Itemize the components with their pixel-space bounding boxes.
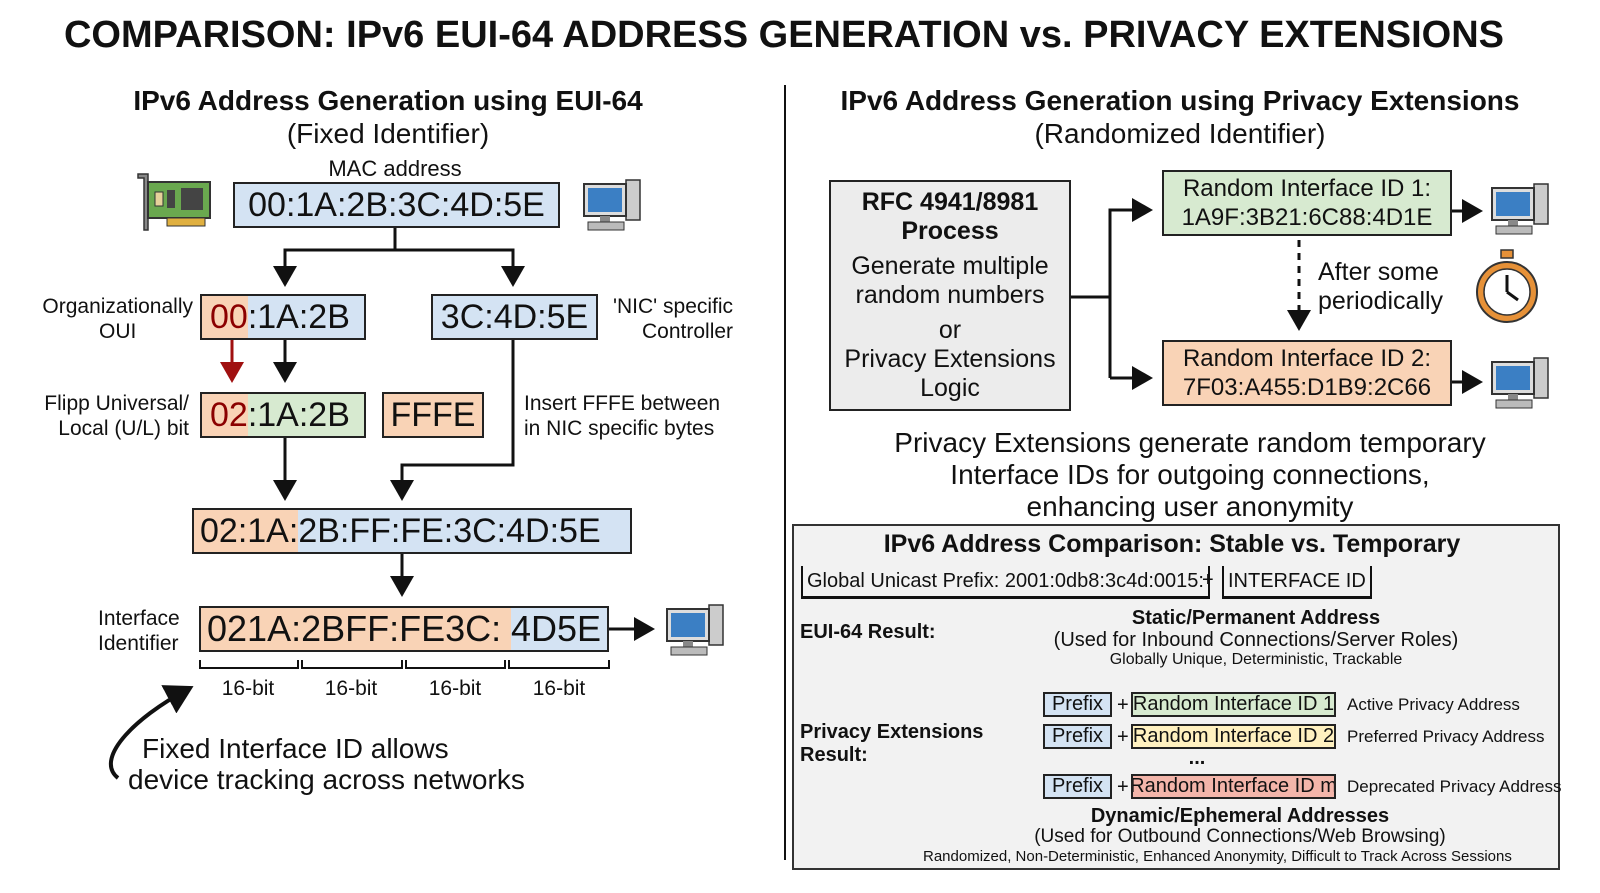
combined-eui64-box: 02:1A:2B:FF:FE:3C:4D:5E (192, 508, 632, 554)
right-heading: IPv6 Address Generation using Privacy Ex… (840, 85, 1520, 116)
prefix-box: Prefix (1043, 724, 1112, 749)
curved-arrow (108, 685, 194, 780)
left-heading: IPv6 Address Generation using EUI-64 (133, 85, 643, 116)
computer-icon (583, 179, 641, 231)
random-id-m-row: Random Interface ID m (1131, 774, 1336, 799)
random-id-1-row: Random Interface ID 1 (1131, 692, 1336, 717)
privacy-summary: Privacy Extensions generate random tempo… (894, 427, 1486, 522)
plus-sign: + (1117, 694, 1129, 716)
status-preferred: Preferred Privacy Address (1347, 727, 1545, 746)
rfc-process-box: RFC 4941/8981 Process Generate multiple … (829, 180, 1071, 411)
interface-identifier-box: 021A:2BFF:FE3C:4D5E (199, 606, 609, 652)
nic-box: 3C:4D:5E (431, 294, 598, 340)
process-line: Logic (920, 374, 980, 402)
eui64-result-label: EUI-64 Result: (800, 621, 936, 643)
bit-label: 16-bit (324, 677, 378, 700)
flip-label: Flipp Universal/Local (U/L) bit (44, 392, 189, 440)
tracking-note-line1: Fixed Interface ID allows (142, 733, 449, 764)
bit-braces (199, 660, 610, 669)
arrow-mac-to-oui (273, 228, 397, 287)
oui-rest: :1A:2B (247, 296, 364, 338)
dynamic-use: (Used for Outbound Connections/Web Brows… (1034, 826, 1446, 847)
page-title: COMPARISON: IPv6 EUI-64 ADDRESS GENERATI… (63, 14, 1505, 56)
interface-id-bracket: INTERFACE ID (1222, 566, 1372, 599)
process-title: RFC 4941/8981 (861, 188, 1039, 216)
flipped-oui-box: 02:1A:2B (200, 392, 366, 438)
bit-label: 16-bit (221, 677, 275, 700)
status-active: Active Privacy Address (1347, 695, 1520, 714)
left-subheading: (Fixed Identifier) (286, 118, 490, 149)
process-title: Process (901, 217, 999, 245)
right-subheading: (Randomized Identifier) (1034, 118, 1326, 149)
dynamic-props: Randomized, Non-Deterministic, Enhanced … (923, 848, 1512, 865)
static-props: Globally Unique, Deterministic, Trackabl… (1109, 651, 1403, 668)
static-use: (Used for Inbound Connections/Server Rol… (1053, 629, 1459, 651)
arrow-nic-to-combined (390, 340, 515, 501)
computer-icon (666, 604, 724, 656)
plus-sign: + (1117, 776, 1129, 798)
computer-icon (1491, 183, 1549, 235)
oui-box: 00:1A:2B (200, 294, 366, 340)
comparison-title: IPv6 Address Comparison: Stable vs. Temp… (883, 530, 1461, 558)
random-id-2-row: Random Interface ID 2 (1131, 724, 1336, 749)
fffe-box: FFFE (382, 392, 484, 438)
arrow-to-id1 (1108, 198, 1153, 378)
static-title: Static/Permanent Address (1131, 607, 1381, 629)
computer-icon (1491, 357, 1549, 409)
bit-label: 16-bit (428, 677, 482, 700)
process-line: Generate multiple (851, 252, 1049, 280)
prefix-box: Prefix (1043, 692, 1112, 717)
random-id-2-box: Random Interface ID 2:7F03:A455:D1B9:2C6… (1162, 340, 1452, 406)
status-deprecated: Deprecated Privacy Address (1347, 777, 1562, 796)
bit-label: 16-bit (532, 677, 586, 700)
ellipsis: ... (1188, 747, 1206, 769)
iid-rest: 4D5E (511, 608, 607, 650)
flipped-rest: :1A:2B (247, 394, 364, 436)
mac-label: MAC address (328, 156, 462, 181)
process-line: Privacy Extensions (844, 345, 1056, 373)
oui-first-byte: 00 (202, 296, 248, 338)
network-card-icon (137, 173, 211, 231)
plus-sign: + (1202, 569, 1214, 591)
plus-sign: + (1117, 726, 1129, 748)
tracking-note-line2: device tracking across networks (128, 764, 525, 795)
process-line: or (938, 316, 962, 344)
global-prefix-bracket: Global Unicast Prefix: 2001:0db8:3c4d:00… (801, 566, 1210, 599)
combined-rest: 2B:FF:FE:3C:4D:5E (298, 510, 630, 552)
combined-first: 02:1A: (194, 510, 299, 552)
iid-first: 021A:2BFF:FE3C: (201, 608, 511, 650)
process-line: random numbers (855, 281, 1045, 309)
random-id-1-box: Random Interface ID 1:1A9F:3B21:6C88:4D1… (1162, 170, 1452, 236)
prefix-box: Prefix (1043, 774, 1112, 799)
arrow-mac-to-nic (395, 248, 525, 287)
flipped-first-byte: 02 (202, 394, 248, 436)
stopwatch-icon (1476, 249, 1538, 323)
dynamic-title: Dynamic/Ephemeral Addresses (1090, 805, 1390, 827)
mac-address-box: 00:1A:2B:3C:4D:5E (233, 182, 560, 228)
